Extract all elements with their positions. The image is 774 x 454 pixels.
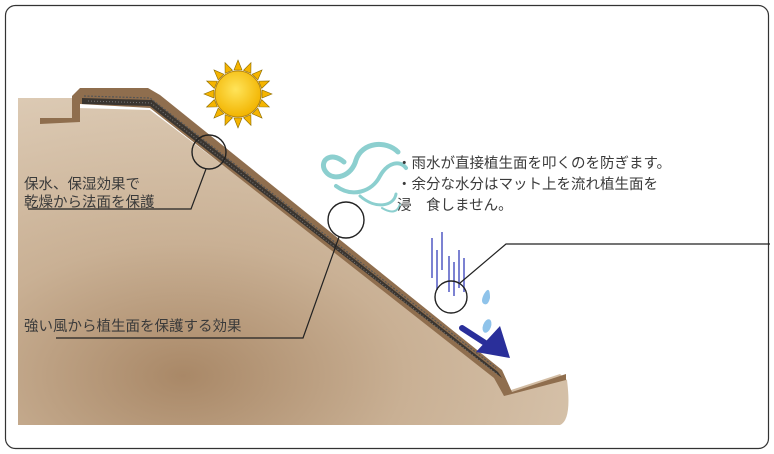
callout-circle-rain (434, 280, 468, 314)
callout-circle-sun (191, 134, 227, 170)
slope-surface-edge (40, 88, 566, 396)
label-water-retention: 保水、保湿効果で 乾燥から法面を保護 (24, 176, 155, 212)
label-rain-line3: 浸 食しません。 (397, 198, 513, 214)
label-rain-line1: ・雨水が直接植生面を叩くのを防ぎます。 (397, 156, 672, 172)
label-rain-line2: ・余分な水分はマット上を流れ植生面を (397, 177, 658, 193)
leader-line-rain (459, 243, 770, 284)
label-wind-protection: 強い風から植生面を保護する効果 (24, 319, 242, 335)
flow-arrow-icon (459, 325, 510, 358)
rain-icon (431, 232, 465, 296)
label-water-line2: 乾燥から法面を保護 (24, 195, 155, 211)
wind-icon (320, 142, 408, 213)
callout-circle-wind (327, 201, 365, 239)
sun-icon (203, 59, 273, 129)
label-water-line1: 保水、保湿効果で (24, 177, 140, 193)
leader-line-water (28, 168, 207, 210)
label-rain-protection: ・雨水が直接植生面を叩くのを防ぎます。 ・余分な水分はマット上を流れ植生面を 浸… (397, 154, 671, 217)
slope-soil (18, 98, 569, 425)
water-drop-icon (482, 289, 492, 333)
leader-line-wind (56, 236, 340, 339)
